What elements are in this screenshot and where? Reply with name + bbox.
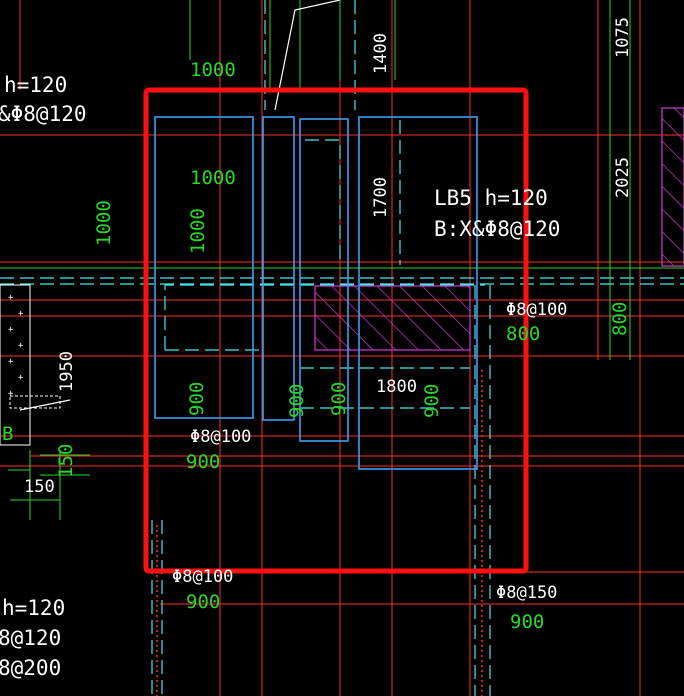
dim-900-a: 900: [186, 382, 208, 416]
label-lb-bottom-left-h: h=120: [2, 596, 65, 620]
svg-text:+: +: [8, 389, 14, 399]
label-lb5-rebar: B:X&Φ8@120: [434, 217, 560, 241]
hatched-area-top-right: [661, 107, 684, 267]
label-lb-top-left-rebar: &Φ8@120: [0, 102, 87, 126]
label-rebar-bottom-right: Φ8@150: [496, 583, 557, 603]
label-partial-b: B: [2, 423, 13, 445]
green-dimension-lines: [0, 0, 684, 520]
dim-150-vert: 150: [55, 444, 77, 478]
dim-900-center-bottom: 900: [186, 591, 220, 613]
dim-800-right: 800: [506, 323, 540, 345]
label-lb-top-left-h: h=120: [4, 73, 67, 97]
dim-1000-top: 1000: [190, 59, 236, 81]
svg-text:+: +: [8, 357, 14, 367]
label-lb-bottom-left-rebar1: 8@120: [0, 626, 61, 650]
dim-900-bottom-right: 900: [510, 611, 544, 633]
dim-150: 150: [24, 477, 55, 497]
dim-2025: 2025: [613, 157, 633, 198]
blue-box-3: [299, 118, 349, 442]
dim-1950: 1950: [57, 351, 77, 392]
svg-text:+: +: [18, 373, 24, 383]
label-rebar-right: Φ8@100: [506, 300, 567, 320]
dim-900-d: 900: [421, 384, 443, 418]
dim-900-c: 900: [328, 382, 350, 416]
svg-text:+: +: [18, 341, 24, 351]
left-dotted-column: + + + + + + +: [0, 284, 61, 446]
dim-1000-left-vert: 1000: [93, 200, 115, 246]
svg-text:+: +: [8, 325, 14, 335]
hatched-area-center: [314, 285, 471, 351]
svg-text:+: +: [18, 309, 24, 319]
label-lb-bottom-left-rebar2: 8@200: [0, 656, 61, 680]
dim-900-b: 900: [286, 384, 308, 418]
dim-1075: 1075: [613, 17, 633, 58]
dim-1700: 1700: [371, 177, 391, 218]
svg-text:+: +: [8, 293, 14, 303]
blue-box-2: [262, 116, 295, 421]
label-rebar-center: Φ8@100: [190, 427, 251, 447]
label-lb5-name: LB5 h=120: [434, 186, 548, 210]
column-strips: [156, 370, 483, 696]
blue-box-1: [154, 116, 254, 419]
dim-1000-vert-inner: 1000: [187, 208, 209, 254]
red-highlight-frame[interactable]: [143, 87, 529, 574]
white-leader-lines: [19, 0, 341, 411]
dim-900-lower: 900: [186, 451, 220, 473]
dim-800-far-right: 800: [609, 302, 631, 336]
dim-1400: 1400: [371, 33, 391, 74]
label-rebar-bottom-center: Φ8@100: [172, 567, 233, 587]
dim-1000-inner: 1000: [190, 167, 236, 189]
blue-selection-boxes: [154, 116, 478, 470]
blue-box-4: [358, 116, 478, 470]
label-1800: 1800: [376, 377, 417, 397]
